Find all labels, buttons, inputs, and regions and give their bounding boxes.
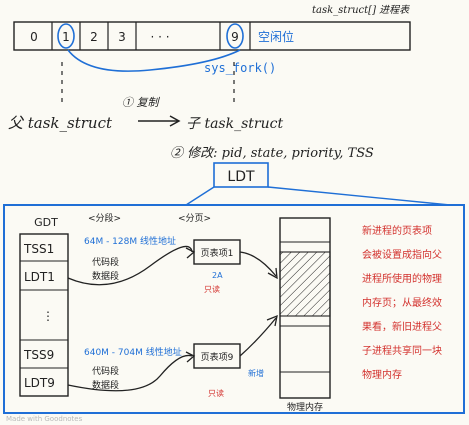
free-slot-note: 空闲位 bbox=[258, 29, 294, 44]
note-line-2: 会被设置成指向父 bbox=[362, 248, 442, 261]
shared-memory-block bbox=[279, 251, 331, 317]
slot-1: 1 bbox=[62, 30, 70, 44]
task-array: 0 1 2 3 · · · 9 bbox=[13, 21, 411, 51]
task-array-label: task_struct[] 进程表 bbox=[312, 4, 410, 16]
slot-3: 3 bbox=[118, 30, 126, 44]
step-copy: ① 复制 bbox=[122, 96, 160, 109]
slot-9: 9 bbox=[231, 30, 239, 44]
note-line-7: 物理内存 bbox=[362, 368, 402, 381]
watermark: Made with Goodnotes bbox=[6, 415, 83, 423]
p9-data-seg: 数据段 bbox=[92, 379, 119, 391]
gdt-table: TSS1 LDT1 ⋮ TSS9 LDT9 bbox=[19, 233, 69, 397]
p1-sub-tag: 2A bbox=[212, 271, 223, 280]
p9-page-arrow bbox=[239, 317, 277, 357]
ldt-tab-label: LDT bbox=[227, 169, 255, 185]
ldt-tab bbox=[213, 162, 269, 188]
p1-seg-arrow bbox=[67, 245, 193, 286]
sys-fork-label: sys_fork() bbox=[204, 61, 276, 75]
slot-2: 2 bbox=[90, 30, 98, 44]
note-line-6: 子进程共享同一块 bbox=[362, 344, 442, 357]
note-line-5: 果看，新旧进程父 bbox=[362, 320, 442, 333]
slot-ellipsis: · · · bbox=[150, 30, 169, 44]
step-modify: ② 修改: pid, state, priority, TSS bbox=[170, 146, 374, 161]
page-entry-9-label: 页表项9 bbox=[201, 351, 234, 363]
p9-readonly: 只读 bbox=[208, 388, 224, 398]
explanation-note: 新进程的页表项 会被设置成指向父 进程所使用的物理 内存页；从最终效 果看，新旧… bbox=[362, 224, 442, 381]
physical-memory-label: 物理内存 bbox=[287, 401, 323, 413]
gdt-entry-ldt9: LDT9 bbox=[24, 376, 55, 390]
gdt-entry-tss9: TSS9 bbox=[23, 348, 54, 362]
p1-page-arrow bbox=[239, 251, 277, 277]
copy-arrow bbox=[138, 115, 181, 127]
child-task-struct: 子 task_struct bbox=[186, 116, 283, 132]
gdt-title: GDT bbox=[34, 216, 58, 229]
note-line-4: 内存页；从最终效 bbox=[362, 296, 442, 309]
page-entry-1-label: 页表项1 bbox=[201, 247, 234, 259]
ldt-tab-connector-right bbox=[267, 186, 451, 206]
gdt-entry-gap: ⋮ bbox=[42, 309, 54, 323]
task-array-outline bbox=[13, 21, 411, 51]
p1-readonly: 只读 bbox=[204, 284, 220, 294]
fork-arc bbox=[67, 49, 241, 72]
note-line-1: 新进程的页表项 bbox=[362, 224, 432, 237]
col-paging-header: <分页> bbox=[178, 213, 211, 224]
slot-9-highlight bbox=[226, 23, 244, 49]
note-line-3: 进程所使用的物理 bbox=[362, 272, 442, 285]
gdt-entry-tss1: TSS1 bbox=[23, 242, 54, 256]
p1-code-seg: 代码段 bbox=[92, 256, 119, 268]
p1-linear-address: 64M - 128M 线性地址 bbox=[84, 235, 176, 247]
col-segment-header: <分段> bbox=[88, 212, 121, 224]
p9-seg-arrow bbox=[67, 354, 193, 392]
p9-linear-address: 640M - 704M 线性地址 bbox=[84, 346, 182, 358]
physical-memory bbox=[279, 217, 331, 399]
p9-sub-tag: 新增 bbox=[248, 368, 264, 378]
parent-task-struct: 父 task_struct bbox=[8, 114, 113, 132]
ldt-panel bbox=[3, 204, 465, 414]
ldt-tab-connector bbox=[185, 186, 215, 206]
p9-code-seg: 代码段 bbox=[92, 365, 119, 377]
gdt-entry-ldt1: LDT1 bbox=[24, 270, 55, 284]
p1-data-seg: 数据段 bbox=[92, 270, 119, 282]
slot-1-highlight bbox=[57, 23, 75, 49]
slot-0: 0 bbox=[30, 30, 38, 44]
